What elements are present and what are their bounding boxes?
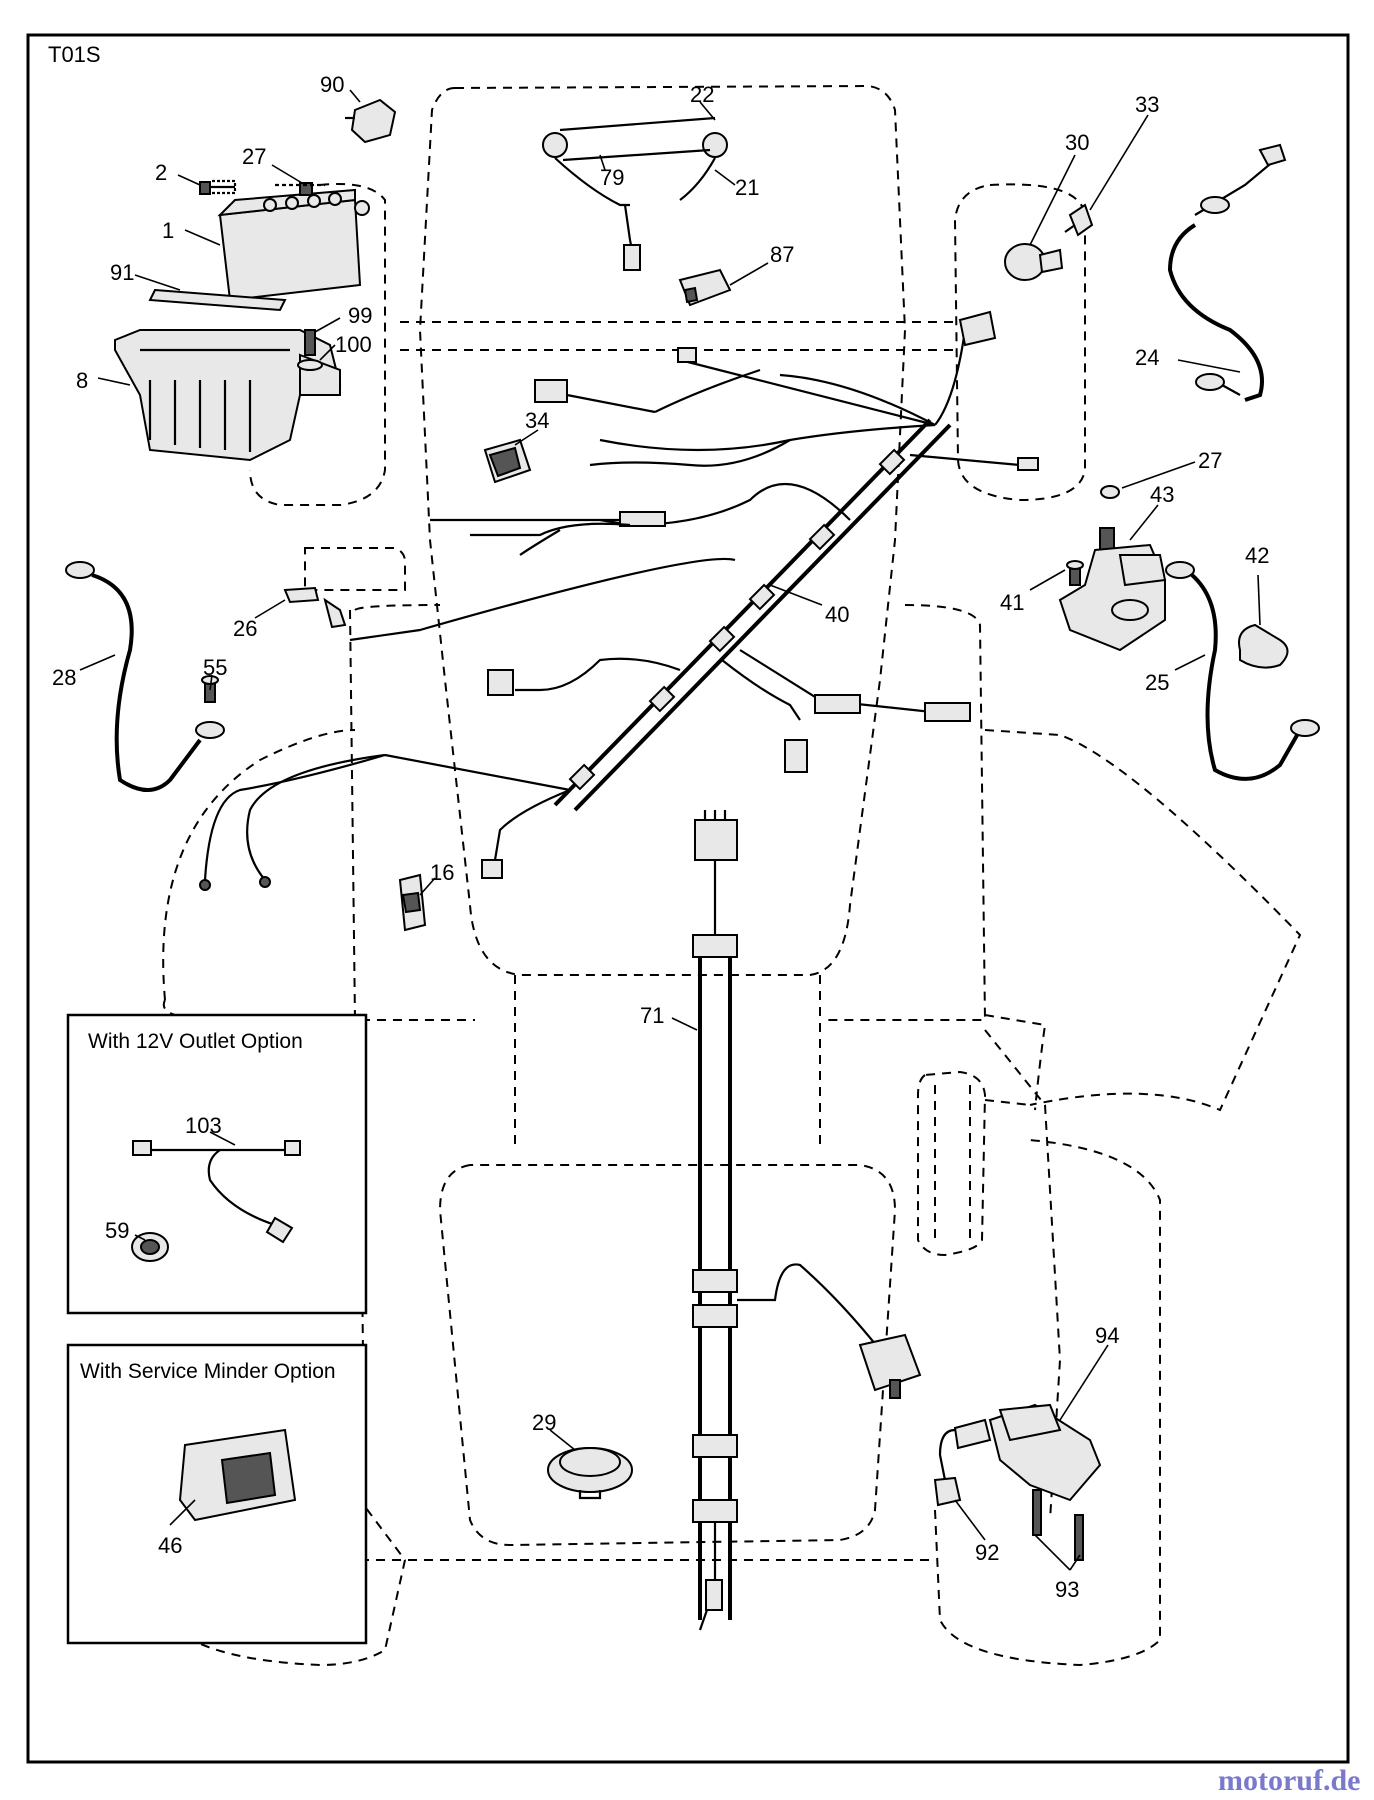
part-label: 27 bbox=[1198, 448, 1222, 473]
part-label: 34 bbox=[525, 408, 549, 433]
part-label: 100 bbox=[335, 332, 372, 357]
part-label: 30 bbox=[1065, 130, 1089, 155]
battery-cable-25 bbox=[1165, 561, 1320, 781]
part-label: 40 bbox=[825, 602, 849, 627]
connector-87 bbox=[678, 268, 732, 307]
part-label: 26 bbox=[233, 616, 257, 641]
battery-assembly bbox=[114, 179, 370, 462]
part-label: 55 bbox=[203, 655, 227, 680]
part-label: 1 bbox=[162, 218, 174, 243]
outlet-option-box: With 12V Outlet Option bbox=[66, 1013, 368, 1315]
part-label: 33 bbox=[1135, 92, 1159, 117]
module-94 bbox=[933, 1403, 1102, 1561]
part-label: 103 bbox=[185, 1113, 222, 1138]
fuse-26 bbox=[283, 586, 320, 604]
battery-cable-28 bbox=[65, 561, 225, 792]
part-label: 41 bbox=[1000, 590, 1024, 615]
part-label: 71 bbox=[640, 1003, 664, 1028]
part-labels: 90 22 27 2 79 21 1 30 33 87 91 99 100 8 … bbox=[52, 72, 1269, 1602]
relay-90 bbox=[345, 98, 397, 144]
part-label: 22 bbox=[690, 82, 714, 107]
part-label: 28 bbox=[52, 665, 76, 690]
part-label: 29 bbox=[532, 1410, 556, 1435]
ignition-switch-30 bbox=[1004, 203, 1094, 281]
bolt-55 bbox=[201, 675, 219, 703]
part-label: 42 bbox=[1245, 543, 1269, 568]
part-label: 92 bbox=[975, 1540, 999, 1565]
part-label: 24 bbox=[1135, 345, 1159, 370]
part-label: 59 bbox=[105, 1218, 129, 1243]
leader-lines bbox=[79, 89, 1261, 1571]
part-label: 91 bbox=[110, 260, 134, 285]
part-label: 2 bbox=[155, 160, 167, 185]
part-label: 79 bbox=[600, 165, 624, 190]
pad-29 bbox=[547, 1447, 633, 1500]
main-harness-40 bbox=[199, 310, 1039, 891]
headlight-harness bbox=[542, 116, 728, 271]
watermark: motoruf.de bbox=[1218, 1764, 1360, 1797]
part-label: 90 bbox=[320, 72, 344, 97]
part-label: 93 bbox=[1055, 1577, 1079, 1602]
diagram-code: T01S bbox=[48, 42, 101, 67]
harness-71 bbox=[692, 810, 922, 1631]
solenoid-43 bbox=[1058, 485, 1167, 652]
part-label: 99 bbox=[348, 303, 372, 328]
part-label: 21 bbox=[735, 175, 759, 200]
terminal-boot-42 bbox=[1238, 623, 1289, 669]
outlet-option-title: With 12V Outlet Option bbox=[88, 1030, 303, 1053]
minder-option-box: With Service Minder Option bbox=[66, 1343, 368, 1645]
part-label: 27 bbox=[242, 144, 266, 169]
diagram-frame bbox=[26, 33, 1350, 1764]
switch-16 bbox=[398, 873, 427, 932]
part-label: 8 bbox=[76, 368, 88, 393]
part-label: 25 bbox=[1145, 670, 1169, 695]
part-label: 43 bbox=[1150, 482, 1174, 507]
part-label: 87 bbox=[770, 242, 794, 267]
part-label: 94 bbox=[1095, 1323, 1119, 1348]
switch-34 bbox=[483, 438, 532, 484]
part-label: 16 bbox=[430, 860, 454, 885]
minder-option-title: With Service Minder Option bbox=[80, 1360, 336, 1383]
part-label: 46 bbox=[158, 1533, 182, 1558]
battery-cable-24 bbox=[1167, 143, 1287, 402]
